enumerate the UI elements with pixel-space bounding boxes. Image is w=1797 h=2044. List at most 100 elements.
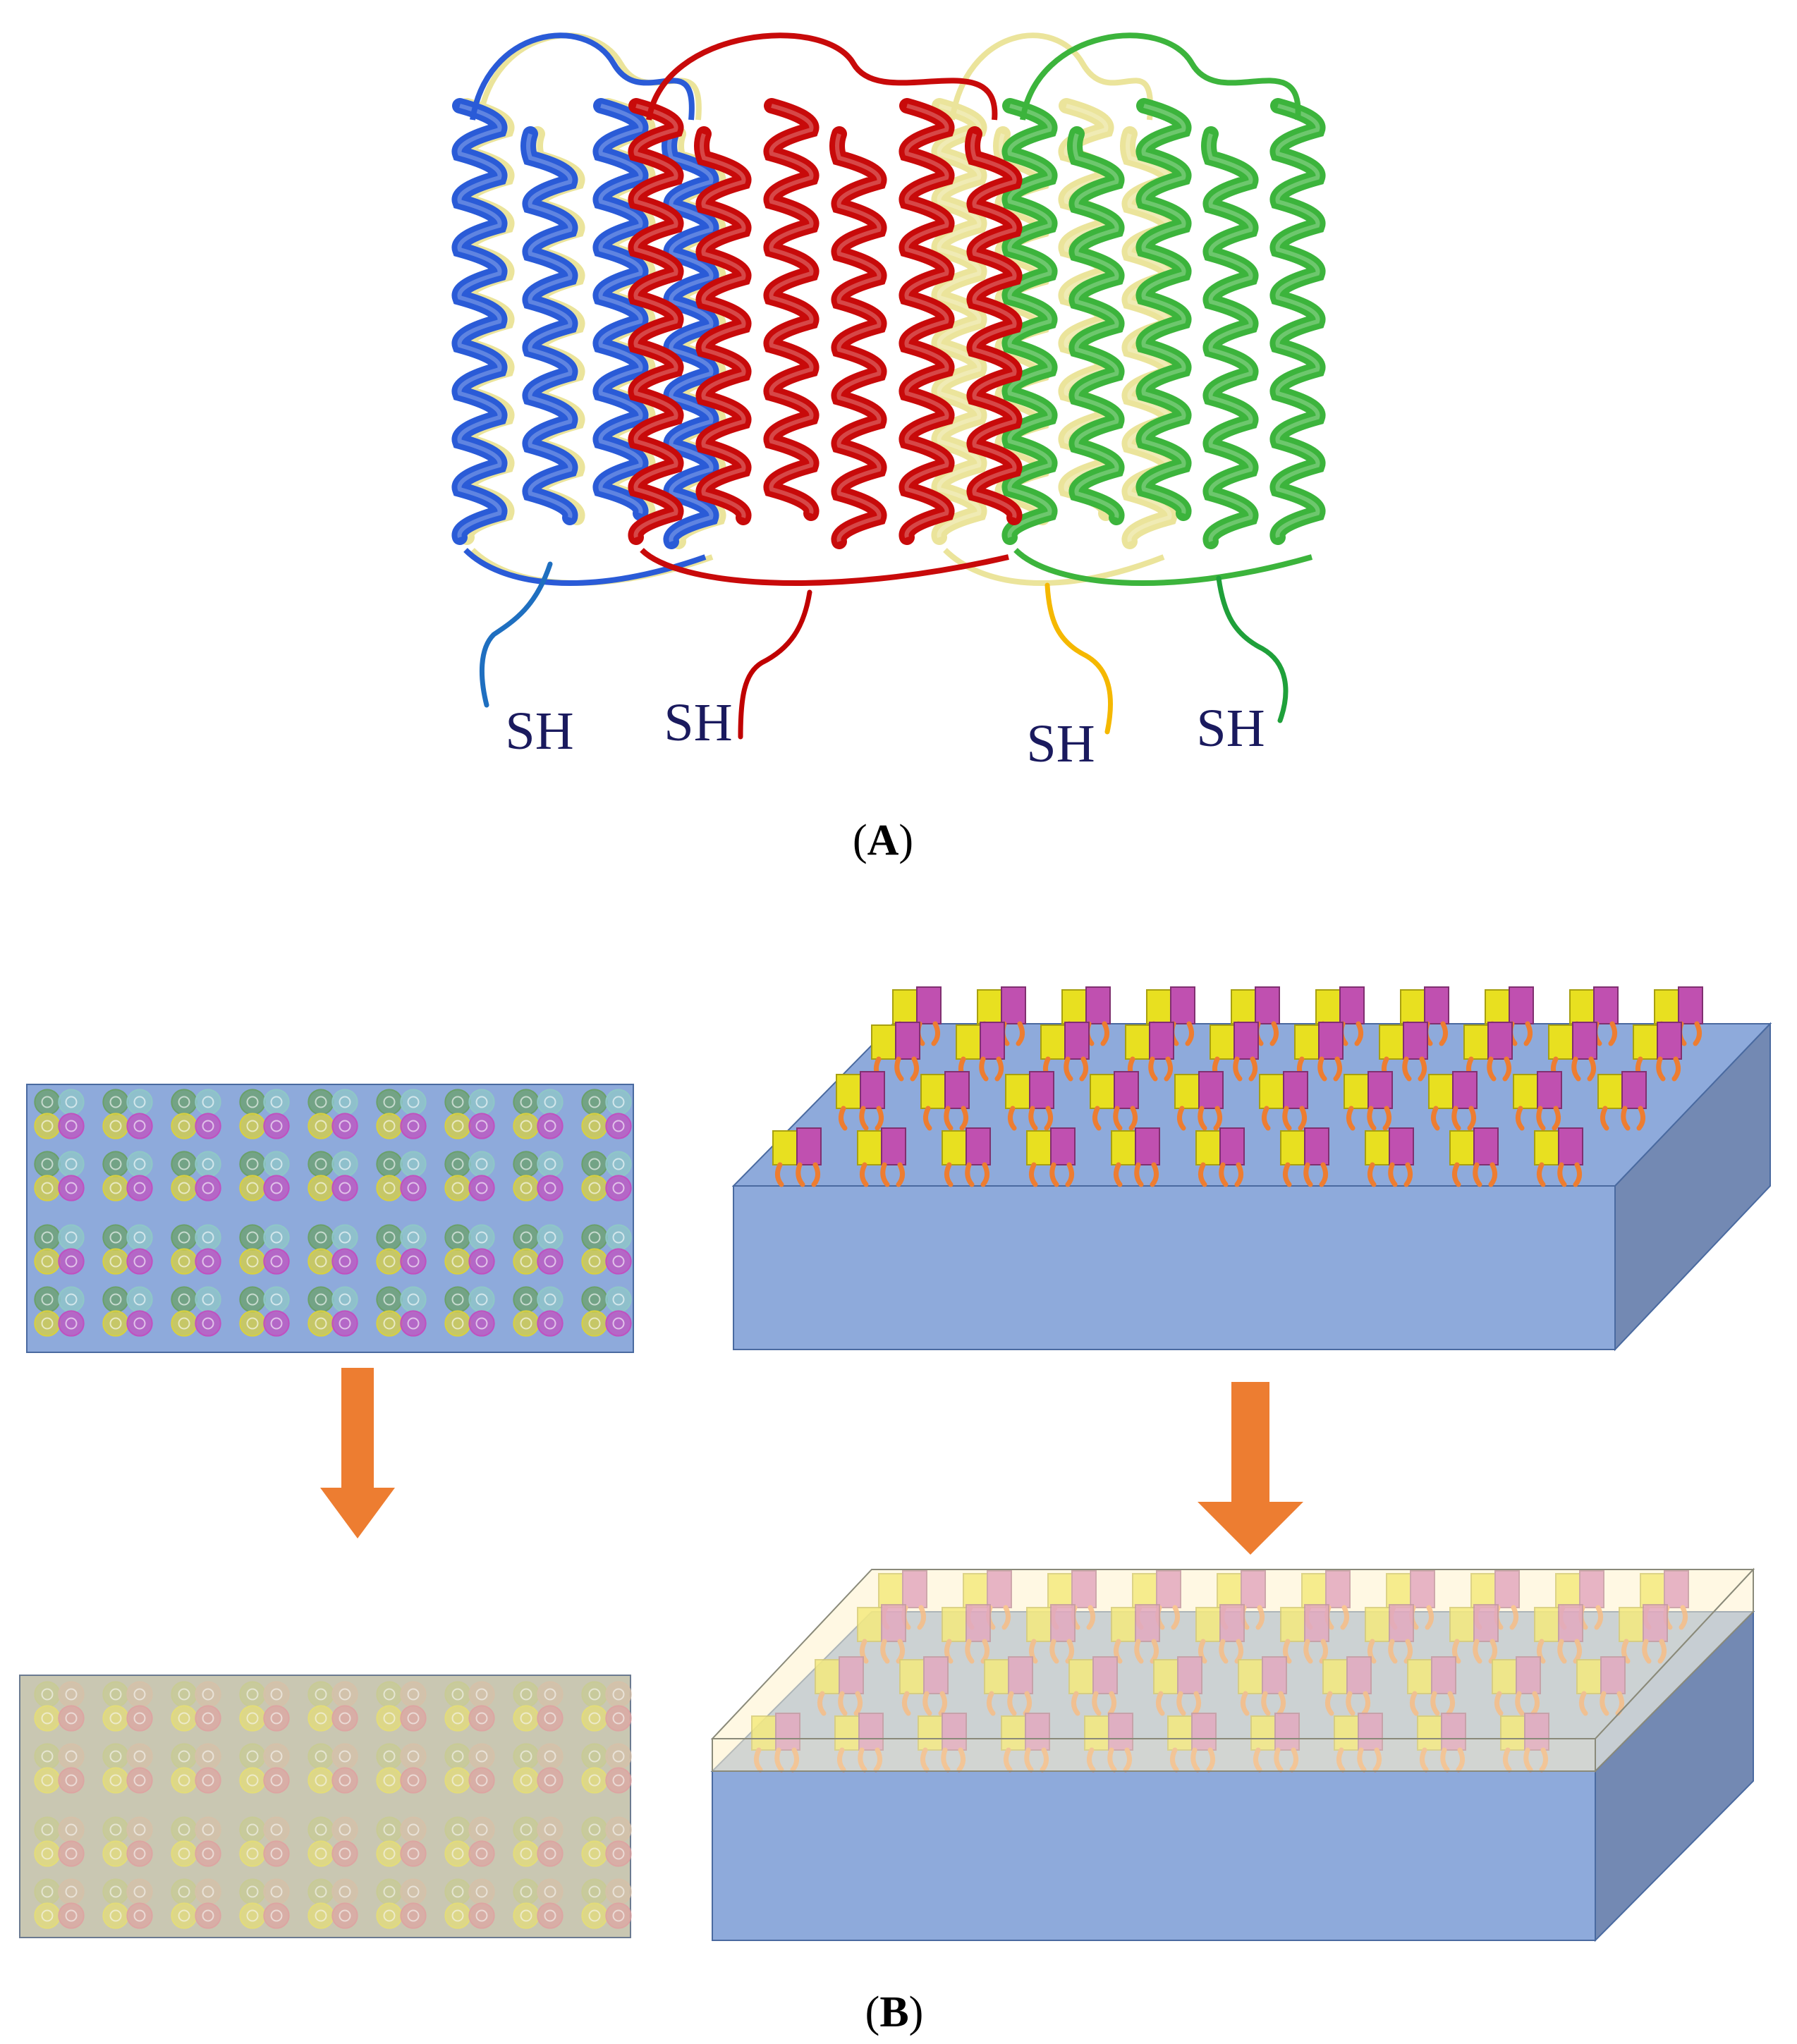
tail-linker — [1044, 582, 1113, 735]
protein-tetramer — [239, 1151, 290, 1201]
protein-tetramer — [376, 1089, 427, 1139]
alpha-helix — [520, 126, 578, 525]
monomer-pore — [339, 1774, 351, 1787]
monomer — [307, 1705, 334, 1732]
monomer — [444, 1286, 471, 1313]
tail-linker — [1216, 575, 1289, 723]
monomer — [102, 1113, 129, 1139]
monomer-pore — [109, 1317, 122, 1330]
monomer-pore — [475, 1158, 488, 1170]
monomer — [581, 1767, 608, 1794]
monomer-pore — [133, 1823, 146, 1836]
protein-magenta — [1452, 1071, 1478, 1109]
monomer — [537, 1248, 564, 1275]
monomer — [195, 1878, 221, 1905]
monomer — [444, 1248, 471, 1275]
protein-yellow — [1210, 1024, 1235, 1060]
tethered-protein — [1400, 986, 1449, 1046]
monomer — [468, 1113, 495, 1139]
monomer-pore — [612, 1750, 625, 1763]
monomer-pore — [407, 1158, 420, 1170]
monomer — [376, 1902, 403, 1929]
monomer — [171, 1310, 197, 1337]
protein-yellow — [1061, 989, 1087, 1024]
monomer — [195, 1310, 221, 1337]
monomer-pore — [109, 1774, 122, 1787]
monomer — [513, 1286, 540, 1313]
monomer — [376, 1113, 403, 1139]
tether — [860, 1162, 869, 1187]
monomer — [239, 1743, 266, 1770]
tethered-protein — [1111, 1127, 1160, 1187]
tether — [880, 1162, 890, 1187]
monomer — [376, 1743, 403, 1770]
monomer-pore — [270, 1712, 283, 1725]
monomer-pore — [41, 1255, 54, 1268]
subunit-helices — [451, 32, 719, 586]
monomer-pore — [383, 1158, 396, 1170]
tethered-protein — [1449, 1127, 1499, 1187]
monomer — [376, 1224, 403, 1251]
monomer — [34, 1902, 61, 1929]
protein-magenta — [1304, 1127, 1329, 1165]
tether — [944, 1162, 954, 1187]
monomer — [376, 1286, 403, 1313]
monomer — [331, 1310, 358, 1337]
protein-yellow — [1111, 1130, 1136, 1165]
monomer — [58, 1248, 85, 1275]
monomer — [307, 1816, 334, 1843]
monomer — [263, 1878, 290, 1905]
monomer-pore — [109, 1823, 122, 1836]
monomer-pore — [202, 1293, 214, 1306]
tether — [1198, 1106, 1207, 1131]
protein-tetramer — [444, 1816, 495, 1867]
monomer — [102, 1224, 129, 1251]
protein-tetramer — [513, 1089, 564, 1139]
monomer — [263, 1151, 290, 1177]
monomer — [605, 1705, 632, 1732]
tethered-protein — [857, 1127, 906, 1187]
monomer — [376, 1705, 403, 1732]
monomer-pore — [339, 1909, 351, 1922]
monomer-pore — [520, 1885, 532, 1898]
monomer-pore — [65, 1712, 78, 1725]
monomer — [605, 1902, 632, 1929]
protein-tetramer — [239, 1089, 290, 1139]
monomer — [581, 1224, 608, 1251]
loop — [463, 548, 707, 586]
monomer-pore — [339, 1317, 351, 1330]
monomer-pore — [407, 1293, 420, 1306]
monomer — [307, 1175, 334, 1201]
monomer — [239, 1113, 266, 1139]
monomer-pore — [588, 1750, 601, 1763]
monomer — [400, 1816, 427, 1843]
protein-yellow — [1548, 1024, 1573, 1060]
monomer-pore — [520, 1317, 532, 1330]
monomer-pore — [315, 1774, 327, 1787]
monomer — [34, 1743, 61, 1770]
monomer-pore — [475, 1885, 488, 1898]
protein-tetramer — [102, 1816, 153, 1867]
monomer-pore — [246, 1712, 259, 1725]
tether — [796, 1162, 805, 1187]
monomer — [126, 1840, 153, 1867]
monomer — [126, 1705, 153, 1732]
protein-tetramer — [307, 1224, 358, 1275]
monomer-pore — [65, 1293, 78, 1306]
monomer-pore — [65, 1255, 78, 1268]
monomer — [444, 1840, 471, 1867]
monomer — [400, 1840, 427, 1867]
protein-magenta — [1170, 986, 1195, 1024]
monomer-pore — [612, 1255, 625, 1268]
monomer — [331, 1089, 358, 1115]
monomer — [376, 1767, 403, 1794]
monomer — [331, 1902, 358, 1929]
monomer — [400, 1286, 427, 1313]
monomer-pore — [315, 1712, 327, 1725]
protein-magenta — [796, 1127, 822, 1165]
monomer-pore — [339, 1255, 351, 1268]
protein-tetramer — [444, 1224, 495, 1275]
monomer — [513, 1248, 540, 1275]
slab-bottom-front — [712, 1770, 1596, 1941]
monomer — [468, 1767, 495, 1794]
